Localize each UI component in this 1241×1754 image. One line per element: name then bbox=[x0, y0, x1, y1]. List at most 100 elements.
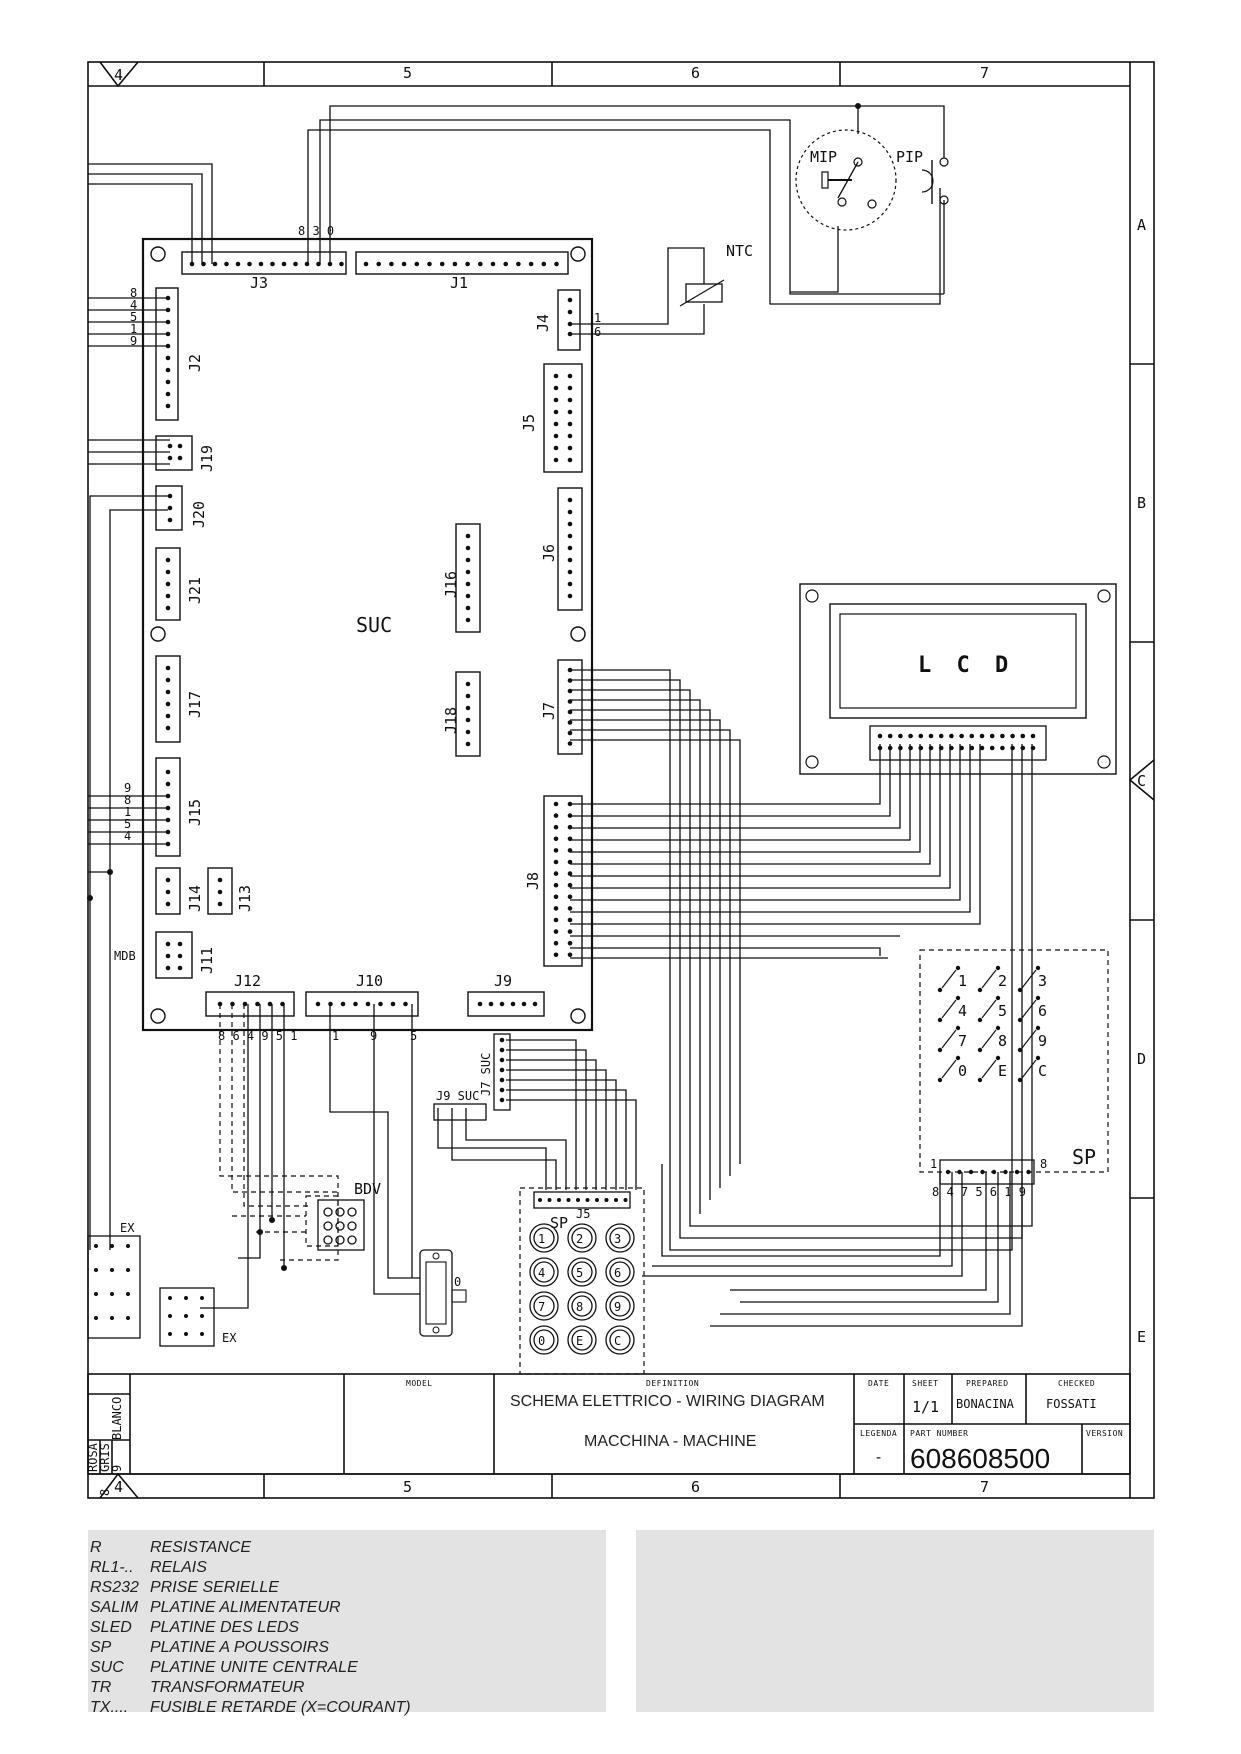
keypad-switch-contact bbox=[981, 969, 997, 989]
pin bbox=[567, 545, 573, 551]
wire-number: 9 bbox=[110, 1465, 124, 1472]
pin bbox=[499, 1077, 505, 1083]
pin bbox=[165, 725, 171, 731]
connector-label-j21: J21 bbox=[186, 577, 204, 604]
pin bbox=[390, 1001, 396, 1007]
part-number-value: 608608500 bbox=[910, 1443, 1050, 1474]
pin-number: 9 bbox=[130, 334, 137, 348]
ex-top-label: EX bbox=[120, 1221, 135, 1235]
pin bbox=[414, 261, 420, 267]
pin bbox=[167, 517, 173, 523]
keypad-switch-node bbox=[937, 1047, 943, 1053]
pin bbox=[242, 1001, 248, 1007]
keypad-pin bbox=[968, 1169, 974, 1175]
sp-key bbox=[529, 1223, 559, 1253]
pin bbox=[567, 309, 573, 315]
ex-pin bbox=[184, 1332, 188, 1336]
legend-code: R bbox=[90, 1539, 102, 1556]
serial-connector: 0 bbox=[419, 1249, 467, 1337]
connector-label-j12: J12 bbox=[234, 972, 261, 990]
pin bbox=[224, 261, 229, 267]
keypad-switch-node bbox=[995, 1025, 1001, 1031]
connector-j13 bbox=[207, 867, 233, 915]
pin bbox=[1020, 745, 1026, 751]
j3-pin-numbers: 8 3 0 bbox=[298, 224, 334, 238]
sp-key bbox=[605, 1223, 635, 1253]
keypad-key-label: 9 bbox=[1038, 1032, 1047, 1050]
sp-key-label: C bbox=[614, 1334, 621, 1348]
column-label: 7 bbox=[980, 1478, 989, 1496]
connector-label-j19: J19 bbox=[198, 445, 216, 472]
pin bbox=[510, 1001, 516, 1007]
pin bbox=[389, 261, 394, 267]
pin bbox=[567, 824, 573, 830]
j9-suc-label: J9 SUC bbox=[436, 1089, 479, 1103]
sp-key bbox=[605, 1291, 635, 1321]
pin bbox=[465, 533, 471, 539]
pin bbox=[949, 733, 954, 739]
keypad-switch-contact bbox=[941, 1059, 957, 1079]
pin bbox=[938, 733, 944, 739]
sp-key-inner bbox=[533, 1261, 555, 1283]
pin bbox=[567, 741, 573, 746]
frame-row-labels: A B C D E bbox=[1137, 216, 1146, 1346]
sp-key bbox=[529, 1325, 559, 1355]
pin-number: 5 bbox=[410, 1029, 417, 1043]
pin bbox=[567, 421, 573, 427]
ex-pin bbox=[110, 1292, 114, 1296]
keypad-key-label: 1 bbox=[958, 972, 967, 990]
pin bbox=[979, 745, 985, 751]
sp-key-label: 1 bbox=[538, 1232, 545, 1246]
pin bbox=[553, 929, 559, 934]
pin bbox=[877, 733, 883, 739]
row-label: A bbox=[1137, 216, 1146, 234]
dashed-wires bbox=[219, 949, 1109, 1375]
pin bbox=[465, 705, 471, 711]
pin bbox=[979, 733, 985, 739]
pin bbox=[452, 261, 458, 267]
legend-description: PLATINE UNITE CENTRALE bbox=[150, 1659, 358, 1676]
legend-code: SP bbox=[90, 1639, 112, 1656]
sp-key bbox=[567, 1223, 597, 1253]
bdv-pin bbox=[335, 1207, 345, 1217]
mounting-hole bbox=[150, 1008, 166, 1024]
legend-description: FUSIBLE RETARDE (X=COURANT) bbox=[150, 1699, 411, 1716]
sp-lower-j5-label: J5 bbox=[576, 1207, 590, 1221]
ntc-sensor: NTC bbox=[679, 242, 753, 307]
keypad-switch-contact bbox=[1021, 1029, 1037, 1049]
pin bbox=[553, 373, 559, 379]
pin bbox=[541, 261, 547, 267]
pin bbox=[499, 1097, 505, 1103]
pin bbox=[553, 882, 559, 888]
pin bbox=[887, 733, 893, 739]
pin bbox=[165, 557, 171, 563]
pin bbox=[465, 729, 471, 735]
sp-key-label: 4 bbox=[538, 1266, 545, 1280]
bdv-pin bbox=[347, 1235, 357, 1245]
pin bbox=[267, 1001, 273, 1007]
keypad-key-label: 4 bbox=[958, 1002, 967, 1020]
keypad-switch-node bbox=[937, 1017, 943, 1023]
sp-key-inner bbox=[571, 1295, 593, 1317]
pin bbox=[567, 730, 573, 736]
ex-pin bbox=[184, 1314, 188, 1318]
pin bbox=[898, 733, 903, 739]
pin bbox=[918, 745, 924, 751]
keypad-right-outline bbox=[919, 949, 1109, 1173]
pin bbox=[969, 733, 975, 739]
pin bbox=[567, 929, 573, 934]
keypad-key-label: E bbox=[998, 1062, 1007, 1080]
sp-key bbox=[567, 1257, 597, 1287]
bdv-label: BDV bbox=[354, 1180, 381, 1198]
lcd-label: L C D bbox=[918, 653, 1014, 678]
keypad-key-label: 3 bbox=[1038, 972, 1047, 990]
board-name: SUC bbox=[356, 613, 392, 637]
connector-j21 bbox=[155, 547, 181, 621]
ex-bottom-label: EX bbox=[222, 1331, 237, 1345]
pin bbox=[1000, 745, 1005, 751]
wire-number: 8 bbox=[98, 1489, 112, 1496]
connector-j20 bbox=[155, 485, 183, 531]
pin bbox=[165, 769, 171, 775]
keypad-pin-8: 8 bbox=[1040, 1157, 1047, 1171]
